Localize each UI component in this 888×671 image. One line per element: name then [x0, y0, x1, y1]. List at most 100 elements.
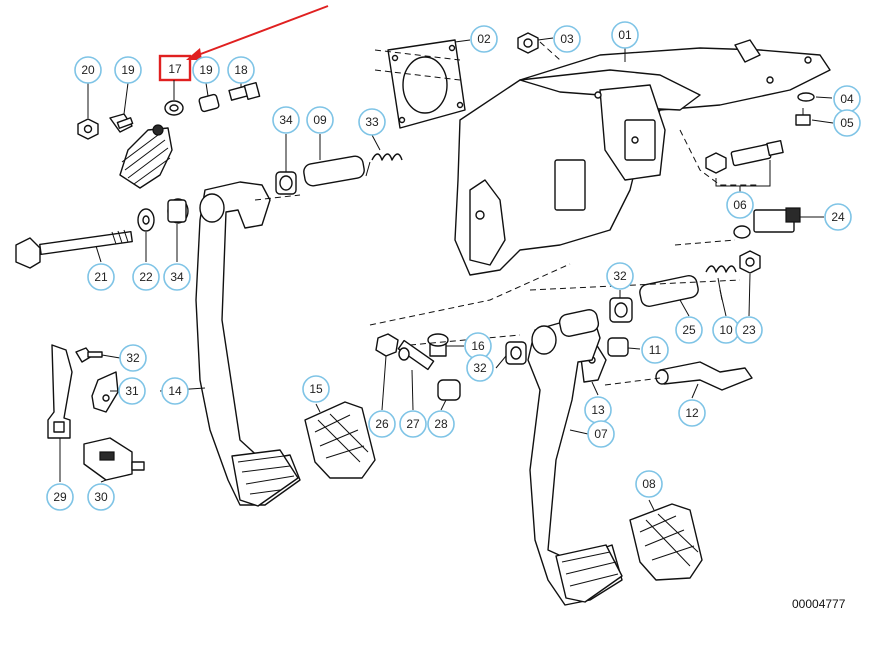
bushing-part-11	[607, 337, 629, 357]
callout-19-left: 19	[114, 56, 142, 84]
svg-text:24: 24	[831, 210, 845, 224]
clip-part-31	[91, 371, 119, 413]
screw-part-32-left	[75, 347, 103, 363]
callout-23: 23	[735, 316, 763, 344]
clip-part-16	[427, 333, 449, 357]
bolt-part-18	[228, 81, 261, 101]
callout-31: 31	[118, 377, 146, 405]
gasket-plate	[387, 39, 466, 129]
callout-27: 27	[399, 410, 427, 438]
callout-26: 26	[368, 410, 396, 438]
spring-assembly	[119, 124, 173, 189]
svg-text:32: 32	[473, 361, 487, 375]
cap-part-28	[437, 379, 461, 401]
bushing-part-34-top	[275, 171, 297, 195]
long-bolt-part-21	[15, 229, 133, 269]
svg-text:34: 34	[279, 113, 293, 127]
bushing-part-34-left	[167, 198, 189, 224]
svg-text:32: 32	[613, 269, 627, 283]
callout-34-bottom: 34	[163, 263, 191, 291]
highlight-box	[158, 54, 192, 82]
callout-17: 17	[168, 62, 182, 76]
callout-19-right: 19	[192, 56, 220, 84]
bracket-part-29	[47, 344, 73, 439]
bolt-part-27	[397, 339, 435, 371]
svg-text:32: 32	[126, 351, 140, 365]
svg-text:02: 02	[477, 32, 491, 46]
svg-text:28: 28	[434, 417, 448, 431]
svg-text:19: 19	[121, 63, 135, 77]
callout-leaders	[59, 37, 834, 511]
switch-part-24	[733, 207, 801, 239]
bushing-part-19-right	[198, 93, 220, 113]
callout-28: 28	[427, 410, 455, 438]
bushing-part-32-top	[609, 297, 633, 323]
nut-part-26	[375, 333, 399, 357]
callout-04: 04	[833, 85, 861, 113]
screw-part-05	[795, 108, 811, 126]
svg-text:19: 19	[199, 63, 213, 77]
washer-part-04	[797, 92, 815, 102]
spring-part-33	[365, 153, 403, 177]
callout-11: 11	[641, 336, 669, 364]
callout-14: 14	[161, 377, 189, 405]
pedal-pad-part-15	[304, 401, 376, 479]
callout-32-top: 32	[606, 262, 634, 290]
nut-part-20	[77, 118, 99, 140]
callout-09: 09	[306, 106, 334, 134]
callout-24: 24	[824, 203, 852, 231]
pedal-bracket	[454, 39, 831, 276]
svg-text:10: 10	[719, 323, 733, 337]
svg-text:11: 11	[649, 343, 662, 357]
callout-13: 13	[584, 396, 612, 424]
svg-text:33: 33	[365, 115, 379, 129]
brake-pedal-part-14	[195, 181, 301, 507]
callout-06: 06	[726, 191, 754, 219]
svg-text:34: 34	[170, 270, 184, 284]
callout-15: 15	[302, 375, 330, 403]
sleeve-part-09	[303, 155, 365, 187]
svg-text:20: 20	[81, 63, 95, 77]
svg-text:17: 17	[168, 62, 182, 76]
svg-text:12: 12	[685, 406, 699, 420]
pin-part-12	[655, 361, 753, 391]
assembly-lines	[254, 41, 760, 386]
callout-25: 25	[675, 316, 703, 344]
nut-part-23	[739, 250, 761, 274]
svg-text:25: 25	[682, 323, 696, 337]
pedal-pad-part-08	[629, 503, 703, 581]
callout-32-left: 32	[119, 344, 147, 372]
svg-text:22: 22	[139, 270, 153, 284]
callout-21: 21	[87, 263, 115, 291]
bolt-part-19-left	[109, 113, 134, 133]
svg-text:07: 07	[594, 427, 608, 441]
washer-part-17	[164, 100, 184, 116]
callout-03: 03	[553, 25, 581, 53]
svg-text:31: 31	[125, 384, 139, 398]
callout-34-top: 34	[272, 106, 300, 134]
callout-29: 29	[46, 483, 74, 511]
svg-text:30: 30	[94, 490, 108, 504]
svg-text:03: 03	[560, 32, 574, 46]
svg-text:15: 15	[309, 382, 323, 396]
callout-33: 33	[358, 108, 386, 136]
svg-text:06: 06	[733, 198, 747, 212]
svg-text:26: 26	[375, 417, 389, 431]
bushing-part-32-bottom	[505, 341, 527, 365]
washer-part-22	[137, 208, 155, 232]
callout-01: 01	[611, 21, 639, 49]
svg-text:13: 13	[591, 403, 605, 417]
callout-05: 05	[833, 109, 861, 137]
svg-text:21: 21	[94, 270, 108, 284]
callout-20: 20	[74, 56, 102, 84]
callout-02: 02	[470, 25, 498, 53]
switch-part-30	[83, 437, 145, 481]
svg-text:05: 05	[840, 116, 854, 130]
callout-32-middle: 32	[466, 354, 494, 382]
svg-text:18: 18	[234, 63, 248, 77]
svg-text:14: 14	[168, 384, 182, 398]
svg-text:29: 29	[53, 490, 67, 504]
svg-text:16: 16	[471, 339, 485, 353]
svg-text:09: 09	[313, 113, 327, 127]
callout-18: 18	[227, 56, 255, 84]
